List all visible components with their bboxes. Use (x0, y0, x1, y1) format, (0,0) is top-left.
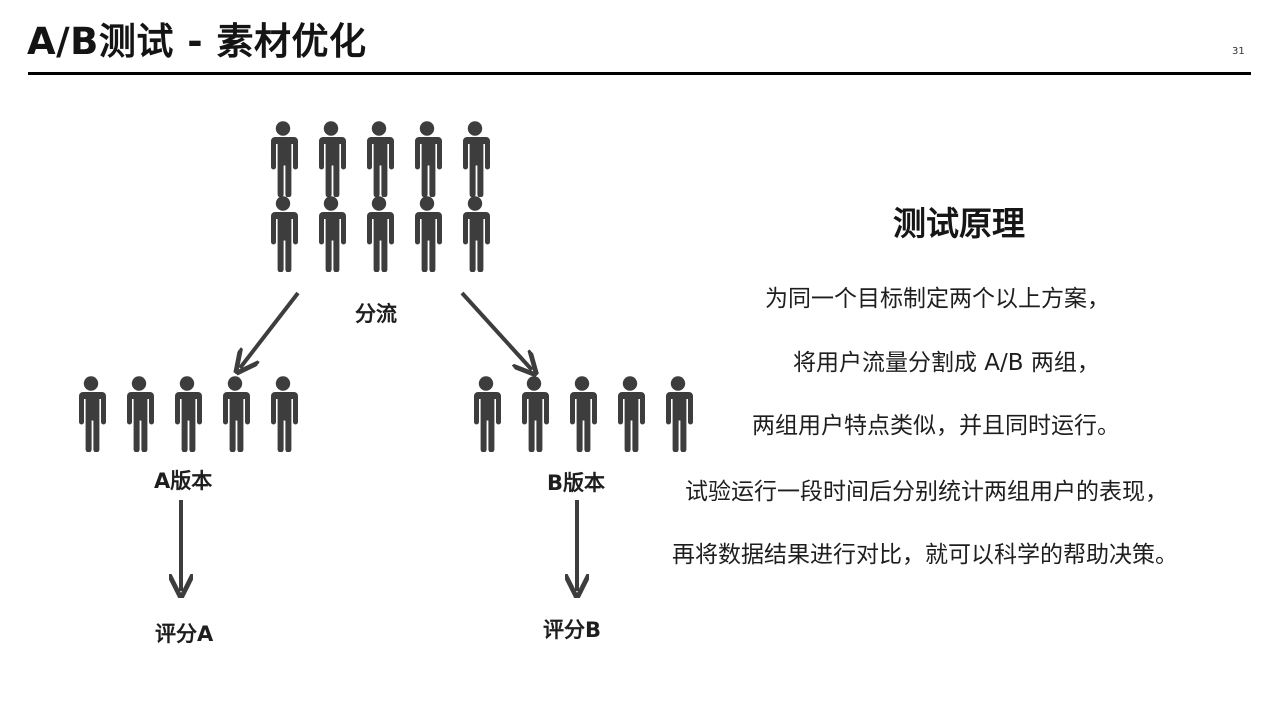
person-icon (271, 376, 298, 452)
person-icon (474, 376, 501, 452)
person-icon (415, 196, 442, 272)
person-icon (367, 196, 394, 272)
principle-line: 试验运行一段时间后分别统计两组用户的表现， (685, 479, 1168, 505)
principle-line: 将用户流量分割成 A/B 两组， (793, 350, 1100, 376)
principle-heading: 测试原理 (893, 204, 1025, 243)
person-icon (618, 376, 645, 452)
person-icon (223, 376, 250, 452)
person-icon (319, 121, 346, 197)
person-icon (271, 196, 298, 272)
title-divider (28, 72, 1251, 75)
principle-line: 为同一个目标制定两个以上方案， (765, 286, 1110, 312)
person-icon (175, 376, 202, 452)
person-icon (463, 121, 490, 197)
page-number: 31 (1232, 46, 1245, 57)
person-icon (415, 121, 442, 197)
version-b-label: B版本 (547, 471, 606, 495)
population-group (271, 121, 490, 272)
principle-line: 两组用户特点类似，并且同时运行。 (752, 413, 1120, 439)
score-b-label: 评分B (543, 618, 602, 642)
split-label: 分流 (355, 302, 397, 326)
person-icon (79, 376, 106, 452)
group-a (79, 376, 298, 452)
version-a-label: A版本 (154, 469, 213, 493)
person-icon (463, 196, 490, 272)
person-icon (570, 376, 597, 452)
person-icon (367, 121, 394, 197)
person-icon (271, 121, 298, 197)
slide-title: A/B测试 - 素材优化 (27, 20, 367, 63)
score-a-label: 评分A (155, 622, 214, 646)
person-icon (127, 376, 154, 452)
split-arrow-right (460, 291, 532, 370)
group-b (474, 376, 693, 452)
person-icon (666, 376, 693, 452)
person-icon (522, 376, 549, 452)
principle-line: 再将数据结果进行对比，就可以科学的帮助决策。 (672, 542, 1178, 568)
split-arrow-left (240, 291, 300, 368)
person-icon (319, 196, 346, 272)
